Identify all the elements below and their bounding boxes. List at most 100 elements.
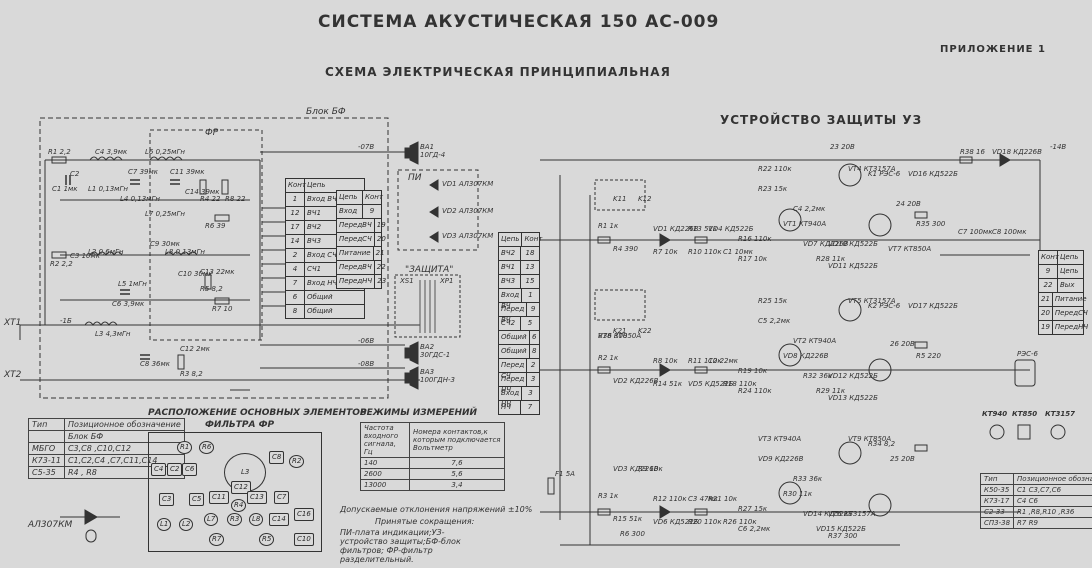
- layout-part: R5: [259, 533, 275, 546]
- component-label: R27 15к: [738, 505, 768, 513]
- plug-cell: 8: [286, 305, 305, 318]
- component-label: R11 110к: [688, 357, 722, 365]
- component-label: L1 0,13мГн: [88, 185, 128, 193]
- component-label: C8 100мк: [992, 228, 1027, 236]
- plug-cell: 9: [362, 205, 381, 218]
- layout-title: РАСПОЛОЖЕНИЕ ОСНОВНЫХ ЭЛЕМЕНТОВ: [148, 408, 367, 418]
- component-label: VD11 КД522Б: [828, 262, 878, 270]
- component-label: VD5 КД522Б: [688, 380, 734, 388]
- component-label: R10 110к: [688, 248, 722, 256]
- component-label: C8 36мк: [140, 360, 170, 368]
- plug-cell: Цепь: [1060, 253, 1079, 261]
- xt2-label: XT2: [4, 370, 22, 380]
- component-label: R33 36к: [793, 475, 823, 483]
- plug-cell: НЧ: [501, 403, 512, 411]
- component-label: VT9 КТ850А: [848, 435, 892, 443]
- layout-part: L2: [179, 518, 194, 531]
- component-label: VD15 КД522Б: [816, 525, 866, 533]
- component-label: R19 10к: [738, 367, 768, 375]
- layout-part: C12: [231, 481, 251, 494]
- plug-cell: Вход СЧ: [307, 251, 337, 259]
- plug-cell: 22: [373, 261, 388, 274]
- plug-cell: 4: [286, 263, 305, 276]
- plug-cell: 2: [526, 359, 539, 372]
- plug-cell: ПередНЧ: [339, 277, 373, 285]
- plug-cell: ПередВЧ: [339, 263, 372, 271]
- table-cell: К73-17: [979, 495, 1015, 507]
- plug-cell: 9: [1039, 265, 1058, 278]
- component-label: C13 22мк: [200, 268, 235, 276]
- component-label: VT3 КТ940А: [758, 435, 802, 443]
- plug-cell: 13: [520, 261, 539, 274]
- table-subheader: [28, 430, 65, 443]
- component-label: C7 39мк: [128, 168, 158, 176]
- plug-cell: Вых: [1060, 281, 1075, 289]
- wire-label-06b: -06В: [358, 337, 375, 345]
- component-label: L8 0,13мГн: [165, 248, 205, 256]
- component-label: VD4 КД522Б: [708, 225, 754, 233]
- component-label: C7 100мк: [958, 228, 993, 236]
- plug-cell: 8: [528, 345, 539, 358]
- transistor-label-kt850: КТ850: [1012, 410, 1038, 418]
- plug-cell: СЧ1: [307, 265, 322, 273]
- component-label: R37 300: [828, 532, 858, 540]
- plug-cell: Перед НЧ: [501, 375, 525, 394]
- table-header-type: Тип: [28, 418, 65, 431]
- component-label: R21 10к: [708, 495, 738, 503]
- measure-header-freq: Частота входного сигнала, Гц: [360, 422, 410, 458]
- table-header-designation: Позиционное обозначение: [1013, 473, 1092, 485]
- component-label: VD9 КД226В: [758, 455, 804, 463]
- component-label: R23 15к: [758, 185, 788, 193]
- table-header-designation: Позиционное обозначение: [63, 418, 185, 431]
- plug-cell: ПередСЧ: [339, 235, 372, 243]
- component-label: R22 110к: [758, 165, 792, 173]
- plug-cell: 6: [528, 331, 539, 344]
- component-label: VT8 КТ850А: [598, 332, 642, 340]
- component-label: K1 РЭС-6: [868, 170, 901, 178]
- layout-part: R4: [231, 499, 247, 512]
- table-cell: R7 R9: [1013, 517, 1092, 529]
- plug-cell: ПередВЧ: [339, 221, 372, 229]
- plug-cell: 23: [374, 275, 388, 288]
- plug-cell: ВЧ2: [501, 249, 516, 257]
- plug-cell: Цепь: [339, 193, 358, 201]
- component-label: VD13 КД522Б: [828, 394, 878, 402]
- layout-part: L1: [157, 518, 172, 531]
- plug-cell: Конт: [521, 233, 542, 246]
- plug-cell: ВЧ2: [307, 223, 322, 231]
- plug-cell: 14: [286, 235, 305, 248]
- component-label: R9 10к: [638, 465, 663, 473]
- layout-part: C7: [274, 491, 290, 504]
- component-label: R4 390: [613, 245, 638, 253]
- layout-part: L8: [249, 513, 264, 526]
- protection-title: УСТРОЙСТВО ЗАЩИТЫ УЗ: [720, 113, 923, 127]
- layout-part: R1: [177, 441, 193, 454]
- plug-cell: СЧ2: [501, 319, 516, 327]
- component-label: L7 0,25мГн: [145, 210, 185, 218]
- component-label: R2 1к: [598, 354, 619, 362]
- plug-cell: ПередНЧ: [1054, 323, 1089, 331]
- component-label: C4 2,2мк: [793, 205, 826, 213]
- plug-cell: ВЧ1: [307, 209, 322, 217]
- plug-cell: 12: [286, 207, 305, 220]
- component-label: VD12 КД522Б: [828, 372, 878, 380]
- component-label: R17 10к: [738, 255, 768, 263]
- layout-part: C2: [167, 463, 183, 476]
